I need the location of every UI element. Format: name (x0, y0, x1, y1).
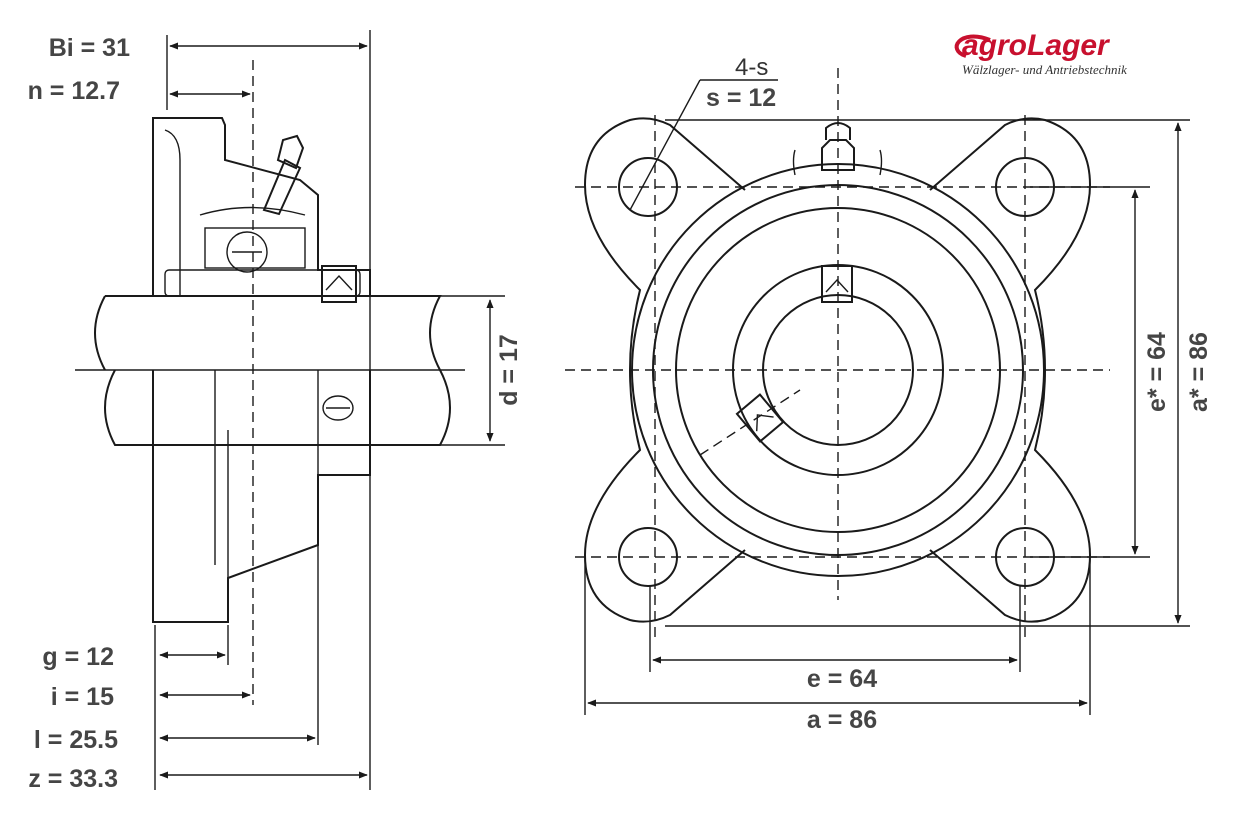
bearing-outer-circle (675, 207, 1001, 533)
label-i: i = 15 (51, 683, 114, 711)
label-astar: a* = 86 (1185, 332, 1213, 412)
agrolager-logo: agroLager Wälzlager- und Antriebstechnik (954, 29, 1127, 77)
label-s: s = 12 (706, 84, 776, 112)
mounting-hole-bottom-left (618, 527, 678, 587)
shaft-top (105, 295, 442, 371)
label-d: d = 17 (495, 334, 523, 406)
logo-tagline: Wälzlager- und Antriebstechnik (962, 62, 1127, 77)
bore-circle (762, 294, 914, 446)
set-screw-front-top (821, 265, 853, 303)
label-a: a = 86 (807, 706, 877, 734)
housing-lower (152, 370, 371, 623)
logo-brand-prefix: agro (962, 29, 1027, 62)
shaft-bottom (104, 369, 451, 446)
housing-ring-circle (652, 184, 1024, 556)
side-view: Bi = 31 n = 12.7 d = 17 g = 12 i = 15 l … (28, 30, 523, 793)
label-estar: e* = 64 (1143, 332, 1171, 412)
bearing-ball (226, 231, 268, 273)
logo-text: agroLager (962, 29, 1111, 62)
flange-left-half (583, 117, 746, 623)
logo-swoosh (954, 34, 991, 58)
label-l: l = 25.5 (34, 726, 118, 754)
grease-nipple-front (792, 122, 883, 176)
label-g: g = 12 (42, 643, 114, 671)
label-n: n = 12.7 (28, 77, 120, 105)
housing-upper-inner (164, 129, 181, 296)
label-e: e = 64 (807, 665, 877, 693)
bearing-ring-arc (199, 206, 306, 216)
set-screw-lower (322, 395, 354, 421)
set-screw-axis (699, 389, 801, 456)
set-screw-side (321, 265, 357, 303)
housing-outer-circle (631, 163, 1045, 577)
front-view: 4-s s = 12 e = 64 a = 86 e* = 64 a* = 86 (565, 54, 1213, 734)
leader-line (629, 79, 701, 211)
grease-nipple-side (262, 134, 305, 216)
shaft-left-break-top (94, 295, 106, 371)
set-screw-hex (325, 274, 353, 291)
label-holes: 4-s (735, 54, 768, 81)
bearing-insert (204, 227, 306, 269)
set-screw-front-top-hex (825, 278, 849, 293)
logo-brand-suffix: Lager (1027, 29, 1111, 62)
inner-ring (164, 269, 361, 297)
mounting-hole-top-left (618, 157, 678, 217)
label-z: z = 33.3 (28, 765, 118, 793)
label-bi: Bi = 31 (49, 34, 130, 62)
